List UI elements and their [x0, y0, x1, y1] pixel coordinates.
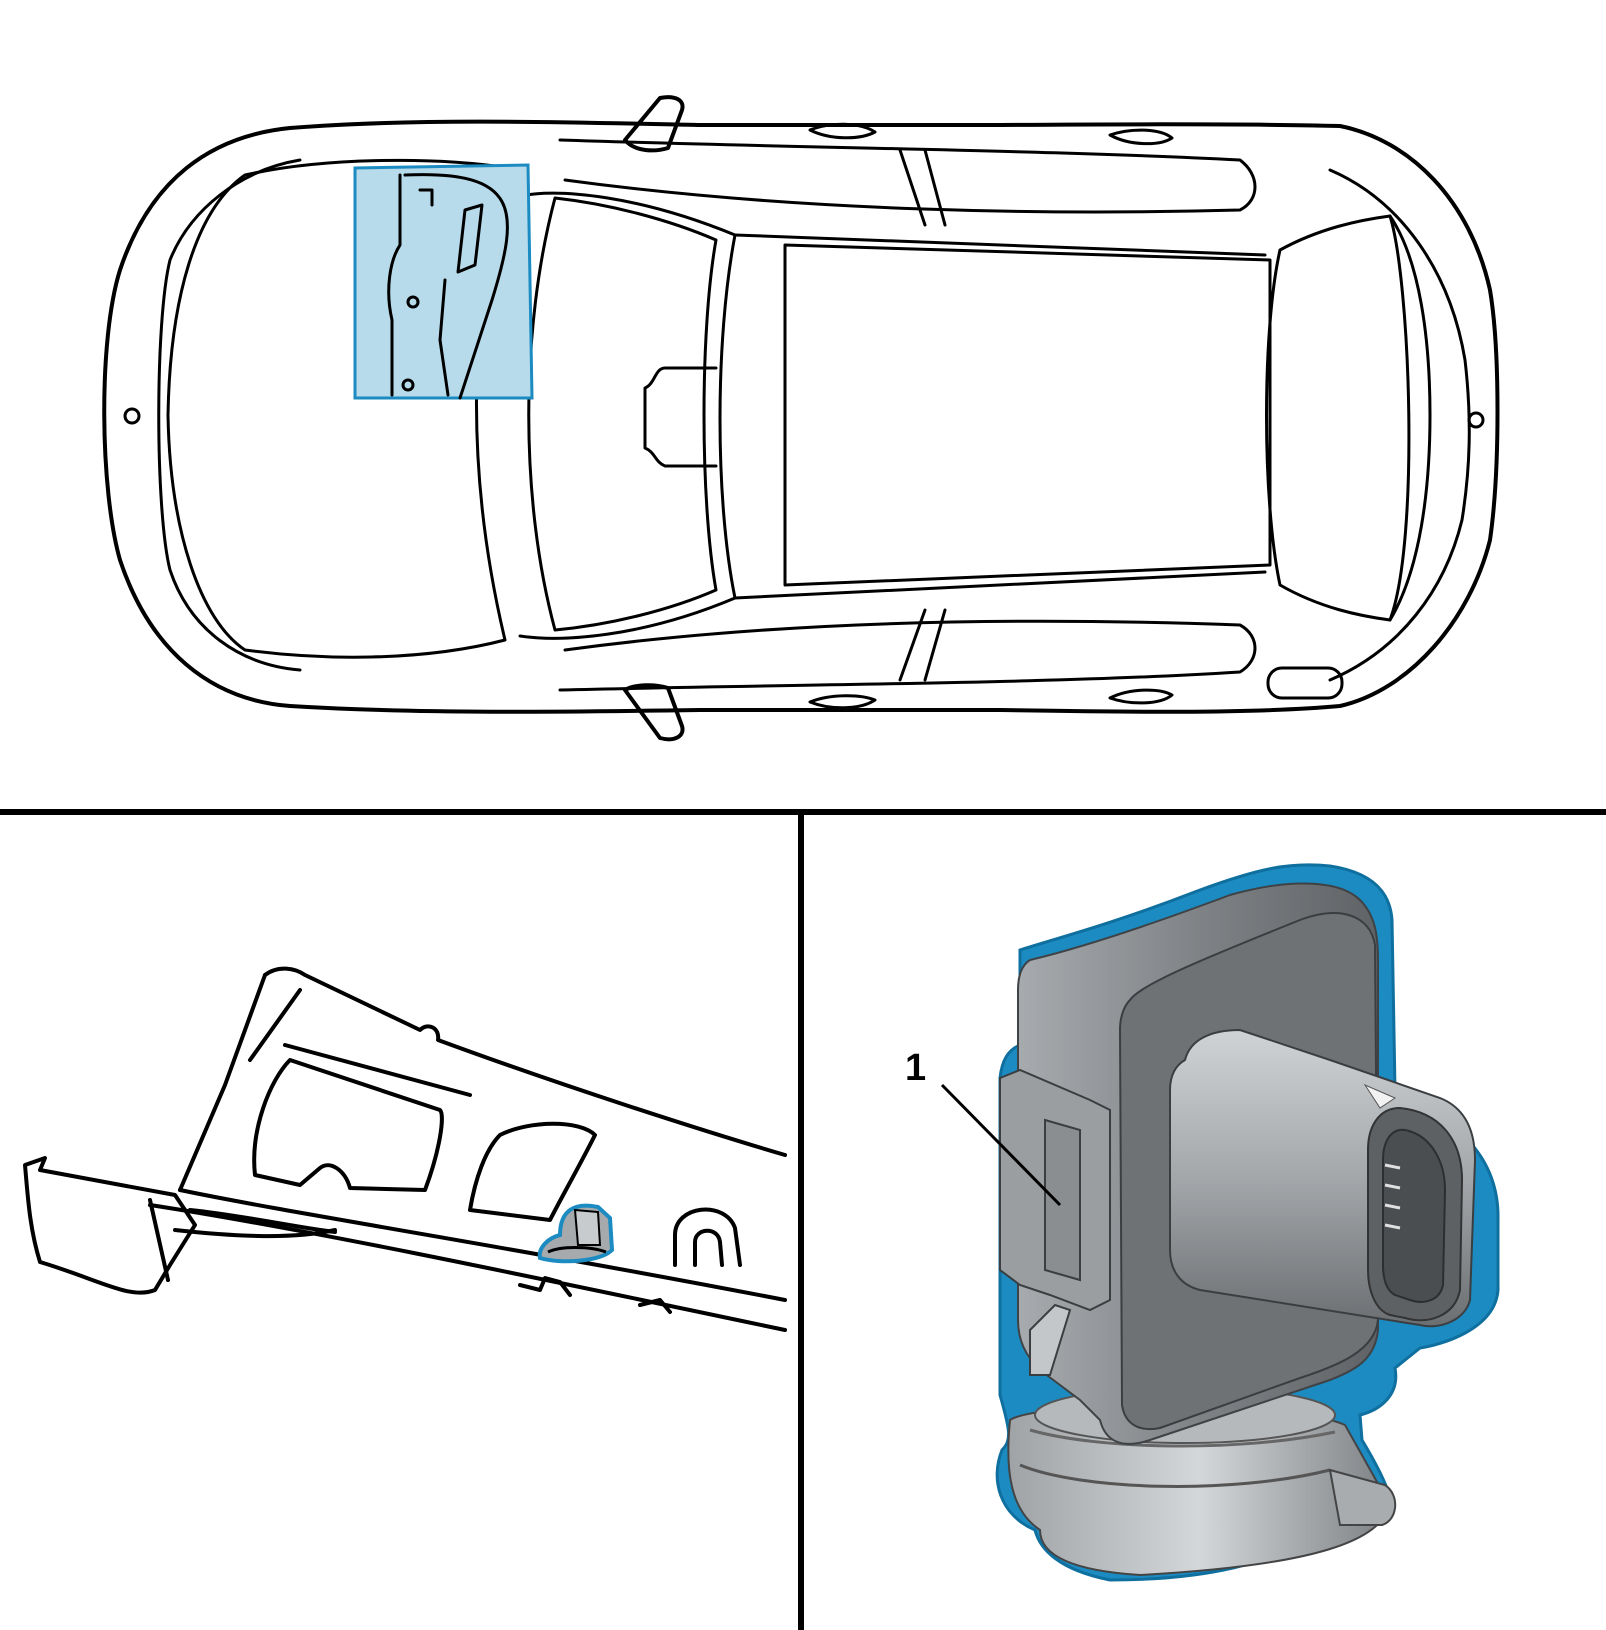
right-mirror	[623, 683, 685, 742]
mounting-location-view	[23, 966, 787, 1332]
callout-1-label: 1	[905, 1047, 926, 1089]
sensor-at-mount-point	[537, 1203, 615, 1264]
body-rail-outline	[263, 966, 787, 1157]
vehicle-top-view	[102, 95, 1500, 742]
highlighted-fender-area	[353, 163, 534, 400]
sensor-connector	[1169, 1028, 1477, 1328]
callout-1: 1	[905, 1047, 1062, 1207]
left-mirror	[623, 95, 685, 153]
panel-dividers	[0, 809, 1606, 1630]
u-bracket	[673, 1207, 742, 1267]
windshield	[527, 196, 718, 632]
rear-window	[1265, 214, 1411, 622]
sensor-detail-view: 1	[905, 863, 1500, 1582]
roof-panel	[783, 243, 1272, 587]
vehicle-body-outline	[102, 119, 1500, 714]
